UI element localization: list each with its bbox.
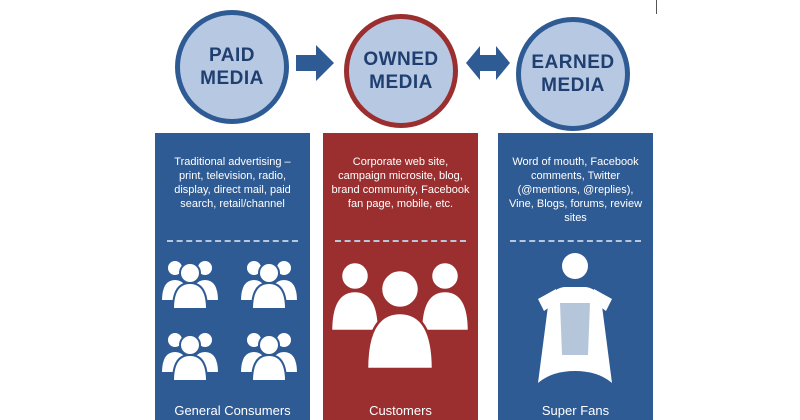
paid-media-column: Traditional advertising – print, televis… [155,133,310,420]
double-arrow-icon [466,46,510,80]
earned-media-circle: EARNED MEDIA [516,17,630,131]
paid-media-title: PAID MEDIA [200,45,264,89]
owned-media-audience: Customers [369,403,432,418]
owned-media-description: Corporate web site, campaign microsite, … [331,156,470,210]
right-arrow-icon [296,45,334,81]
paid-media-circle: PAID MEDIA [175,10,289,124]
earned-media-audience: Super Fans [541,403,610,418]
group-icon [329,260,471,371]
superhero-icon [538,253,612,383]
paid-media-audience: General Consumers [174,403,291,418]
owned-media-column: Corporate web site, campaign microsite, … [323,133,478,420]
paid-media-description: Traditional advertising – print, televis… [174,156,291,210]
earned-media-column: Word of mouth, Facebook comments, Twitte… [498,133,653,420]
divider [167,240,298,242]
earned-media-description: Word of mouth, Facebook comments, Twitte… [508,156,643,224]
owned-media-circle: OWNED MEDIA [344,14,458,128]
earned-media-title: EARNED MEDIA [531,52,615,96]
divider [510,240,641,242]
top-edge-line [656,0,657,14]
owned-media-title: OWNED MEDIA [363,49,439,93]
divider [335,240,466,242]
crowd-icon [159,259,300,382]
